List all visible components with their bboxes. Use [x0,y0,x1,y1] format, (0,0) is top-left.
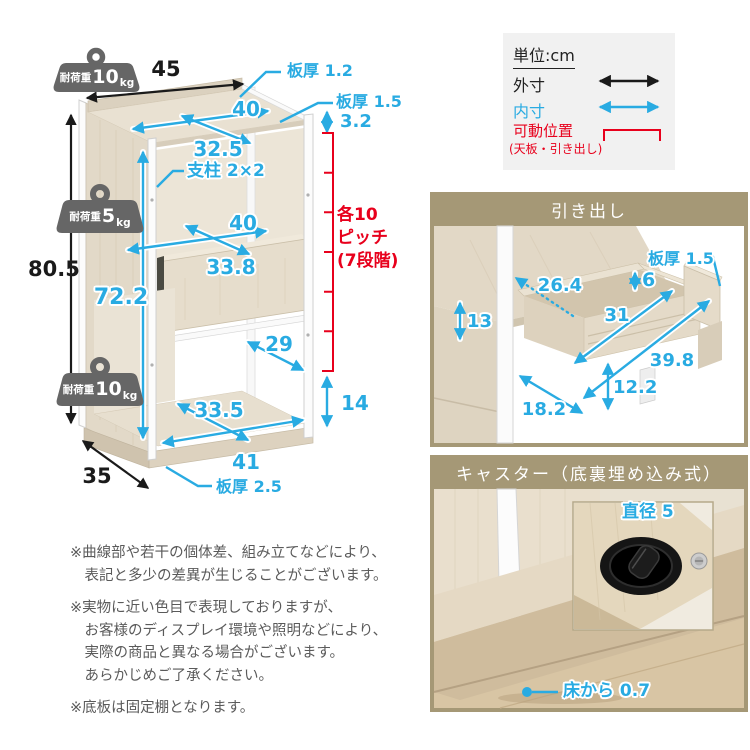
badge-prefix: 耐荷重 [69,211,101,223]
legend-outer-label: 外寸 [513,76,546,95]
dim-bottom-shelf-depth: 33.5 [194,398,244,422]
dim-bottom-inner-depth: 29 [265,332,293,356]
badge-value: 10 [95,378,122,400]
badge-value: 10 [92,66,119,88]
dim-bottom-gap: 14 [341,391,369,415]
badge-prefix: 耐荷重 [59,72,92,84]
drawer-front [157,238,307,334]
badge-value: 5 [101,205,116,227]
drawer-inner-depth: 26.4 [537,275,583,296]
dim-shelf-board-thickness: 板厚 1.5 [336,92,402,111]
note-line: ※実物に近い色目で表現しておりますが、 [70,600,342,616]
front-right-post [303,113,314,439]
badge-unit: kg [122,390,138,402]
note-line: 実際の商品と異なる場合がございます。 [84,645,345,661]
dim-inner-height: 72.2 [93,285,149,310]
dim-outer-width: 45 [151,57,181,81]
note-1: ※曲線部や若干の個体差、組み立てなどにより、 表記と多少の差異が生じることがござ… [70,542,415,587]
dim-bottom-shelf-width: 41 [232,450,260,474]
drawer-rim-height: 6 [642,269,656,291]
badge-unit: kg [119,77,135,89]
front-left-post [147,137,157,461]
drawer-panel-title: 引き出し [551,201,627,222]
side-panel [85,102,151,461]
note-line: ※曲線部や若干の個体差、組み立てなどにより、 [70,545,386,561]
dim-back-rail-height: 3.2 [340,111,372,132]
caster-diameter: 直径 5 [622,502,674,522]
drawer-outer-depth: 18.2 [521,399,567,420]
unit-label: 単位:cm [513,46,575,69]
drawer-front-height: 12.2 [613,377,658,398]
pitch-line1: 各10 [337,205,378,225]
dim-top-inner-depth: 32.5 [193,137,243,161]
note-line: あらかじめご了承ください。 [84,667,274,684]
badge-prefix: 耐荷重 [62,384,95,396]
post-size-label: 支柱 2×2 [187,161,265,181]
drawer-inner-width: 31 [604,305,630,326]
note-line: お客様のディスプレイ環境や照明などにより、 [84,622,388,639]
note-line: 表記と多少の差異が生じることがございます。 [84,567,388,584]
badge-unit: kg [116,217,131,229]
dim-mid-inner-width: 40 [229,211,257,235]
pitch-line3: (7段階) [337,251,399,271]
dim-outer-height: 80.5 [28,257,80,281]
caster-detail-panel: キャスター（底裏埋め込み式） [430,455,748,712]
base-plinth [148,426,314,469]
legend-movable-sub: (天板・引き出し) [509,142,603,156]
note-2: ※実物に近い色目で表現しておりますが、 お客様のディスプレイ環境や照明などにより… [70,597,415,687]
legend-unit-label: 単位:cm [513,42,575,69]
drawer-clearance-height: 13 [467,311,493,332]
dim-bottom-board-thickness: 板厚 2.5 [216,477,282,496]
drawer-board-thickness: 板厚 1.5 [648,249,714,268]
legend-box: 単位:cm 外寸 内寸 可動位置 (天板・引き出し) [503,33,675,170]
legend-inner-label: 内寸 [513,102,546,121]
dim-drawer-front-width: 33.8 [206,255,256,279]
main-dimension-arrows [65,70,334,489]
dim-top-inner-width: 40 [232,97,260,121]
legend-movable-label: 可動位置 [513,122,574,140]
pitch-label: 各10 ピッチ (7段階) [337,204,398,273]
top-board [87,88,307,144]
dim-outer-depth: 35 [82,464,112,488]
pitch-line2: ピッチ [337,228,388,248]
disclaimer-notes: ※曲線部や若干の個体差、組み立てなどにより、 表記と多少の差異が生じることがござ… [70,542,415,730]
caster-floor-gap: 床から 0.7 [563,681,651,701]
pitch-bracket [322,132,334,372]
note-3: ※底板は固定棚となります。 [70,697,415,720]
drawer-outer-width: 39.8 [649,350,695,371]
note-line: ※底板は固定棚となります。 [70,700,255,716]
dim-top-board-thickness: 板厚 1.2 [287,61,353,80]
caster-panel-title: キャスター（底裏埋め込み式） [456,464,722,485]
